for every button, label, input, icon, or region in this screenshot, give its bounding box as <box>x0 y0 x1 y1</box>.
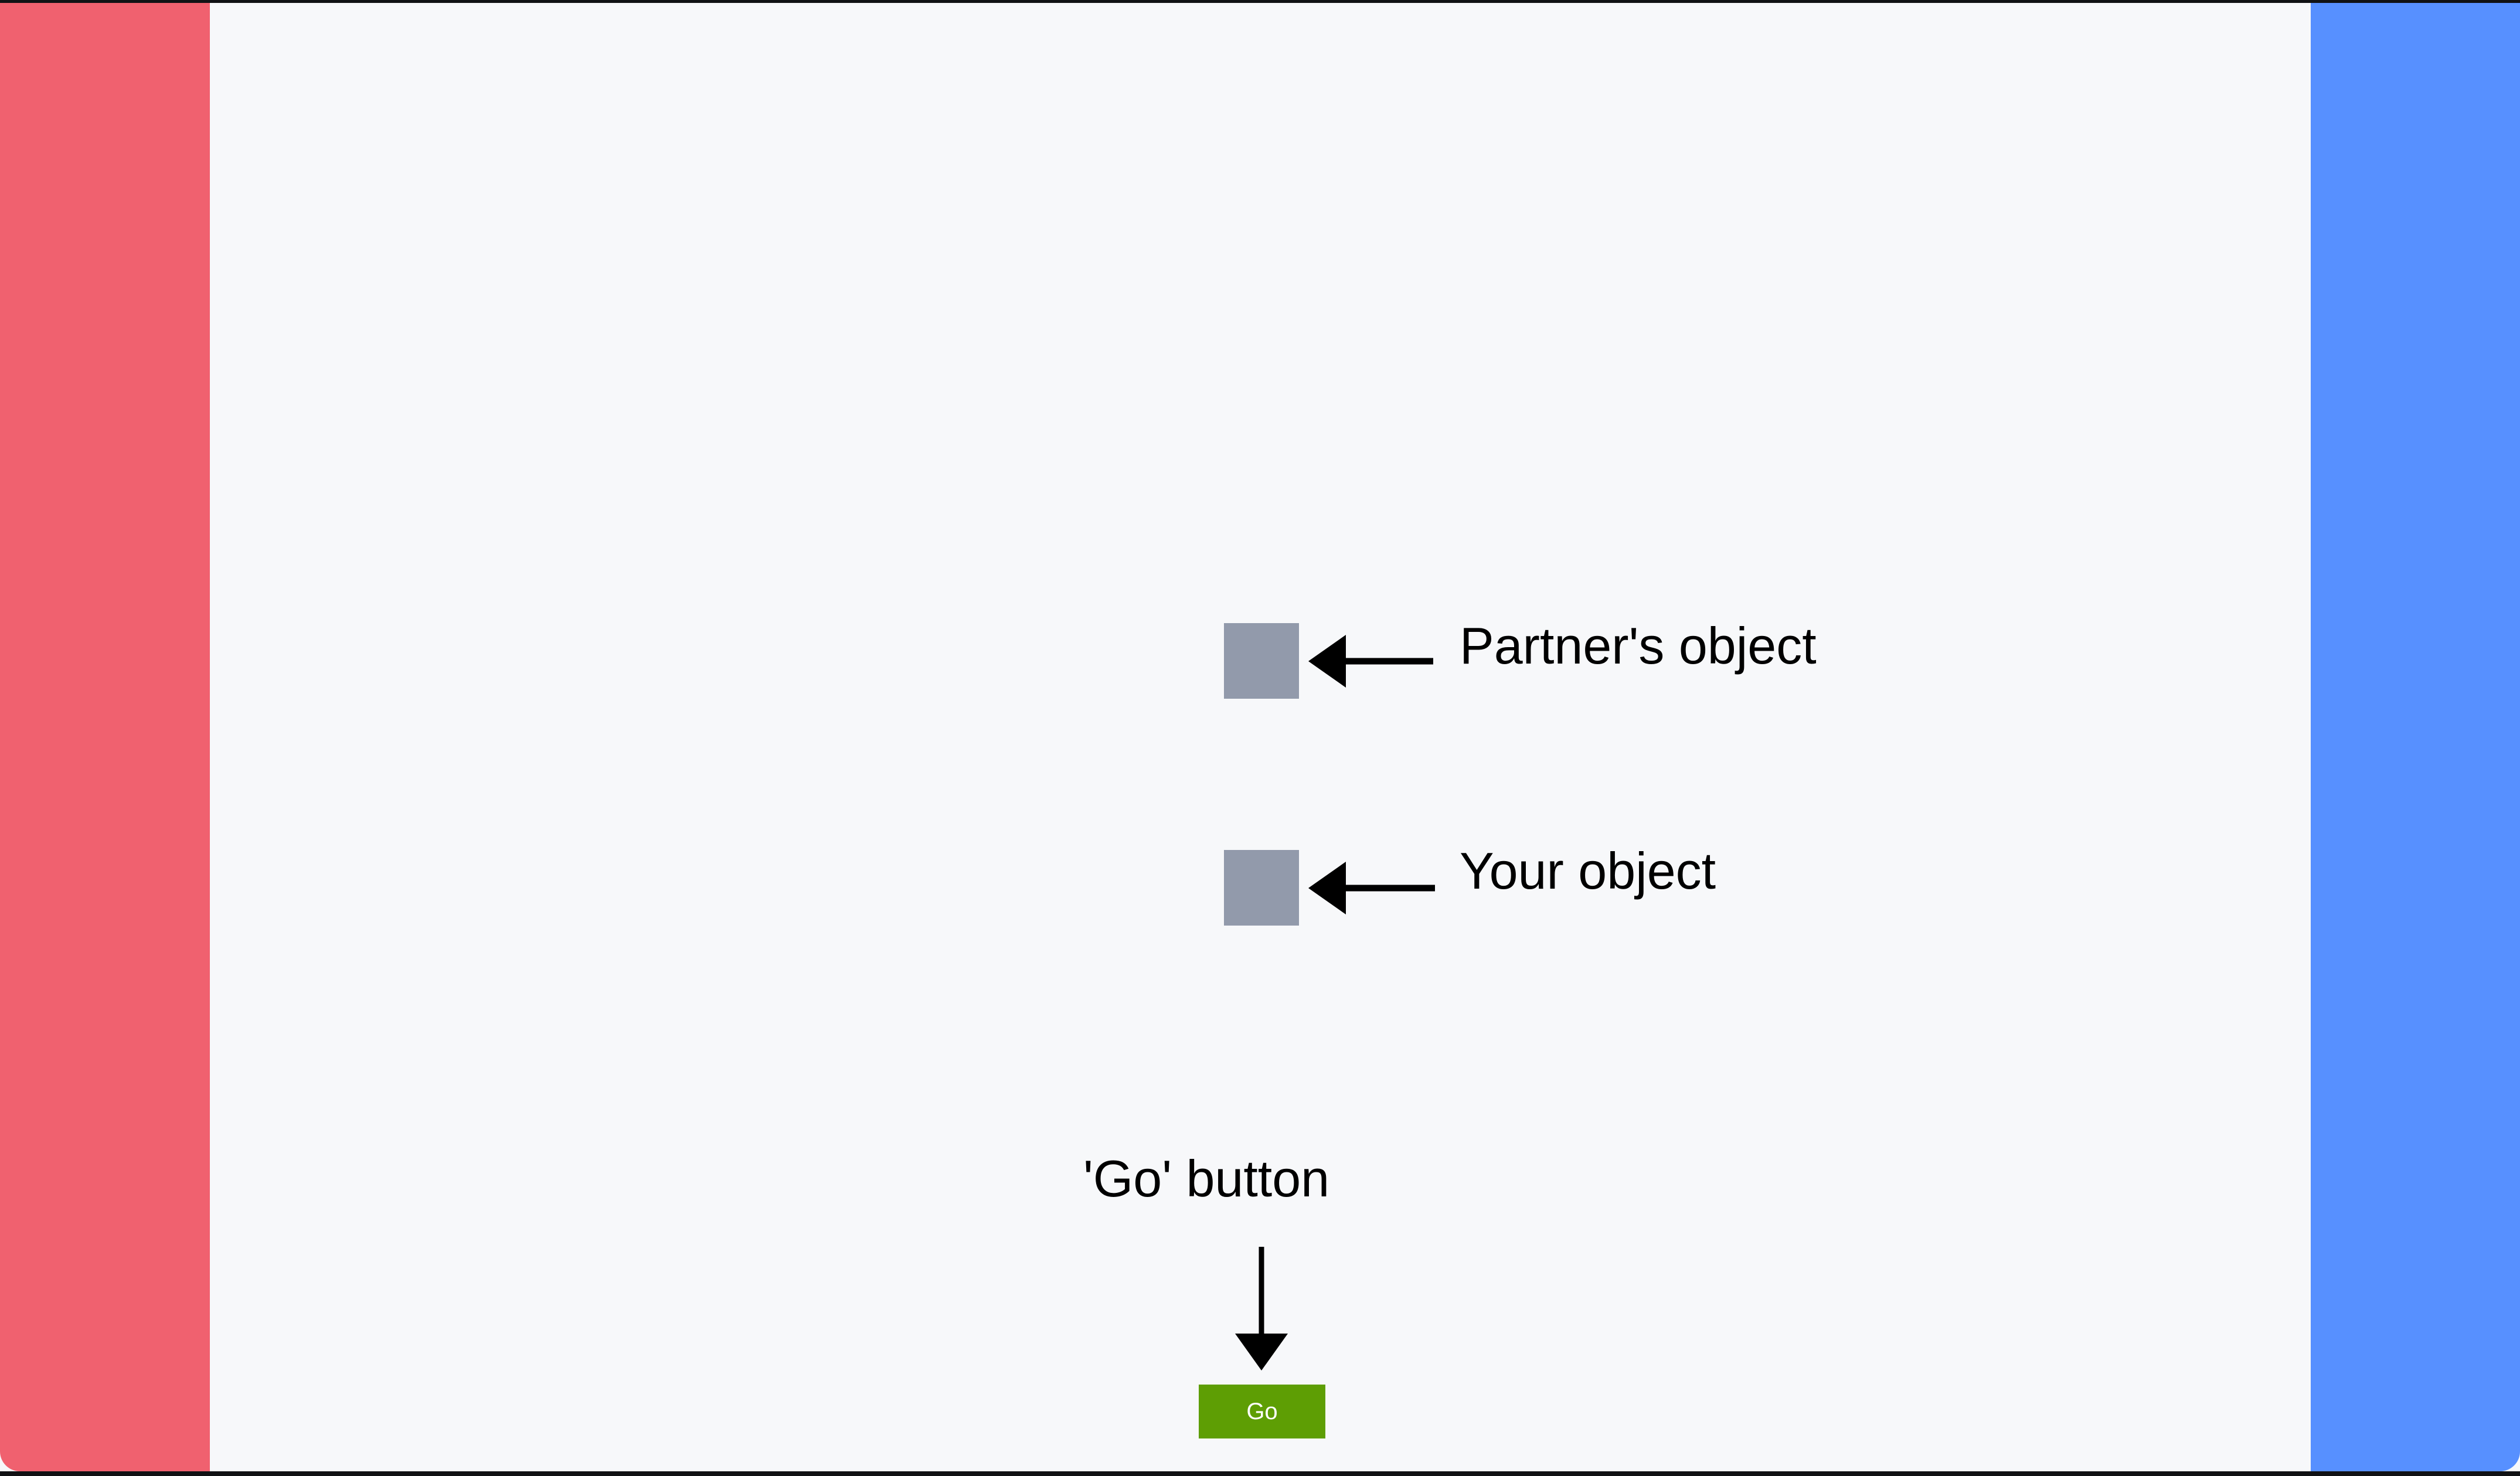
your-object-tile[interactable] <box>1224 850 1299 926</box>
your-side-bar <box>2311 3 2520 1471</box>
go-button-arrow-icon <box>1235 1247 1288 1370</box>
your-object-label: Your object <box>1460 842 1716 900</box>
annotation-arrow-layer <box>1235 635 1435 1370</box>
partner-object-tile[interactable] <box>1224 623 1299 699</box>
go-button[interactable]: Go <box>1199 1385 1325 1438</box>
partner-object-arrow-icon <box>1308 635 1433 688</box>
partner-side-bar <box>0 3 210 1471</box>
task-stage: Partner's object Your object 'Go' button… <box>0 3 2520 1471</box>
your-object-arrow-icon <box>1308 862 1435 914</box>
partner-object-label: Partner's object <box>1460 617 1817 675</box>
go-button-label: 'Go' button <box>1083 1149 1330 1208</box>
